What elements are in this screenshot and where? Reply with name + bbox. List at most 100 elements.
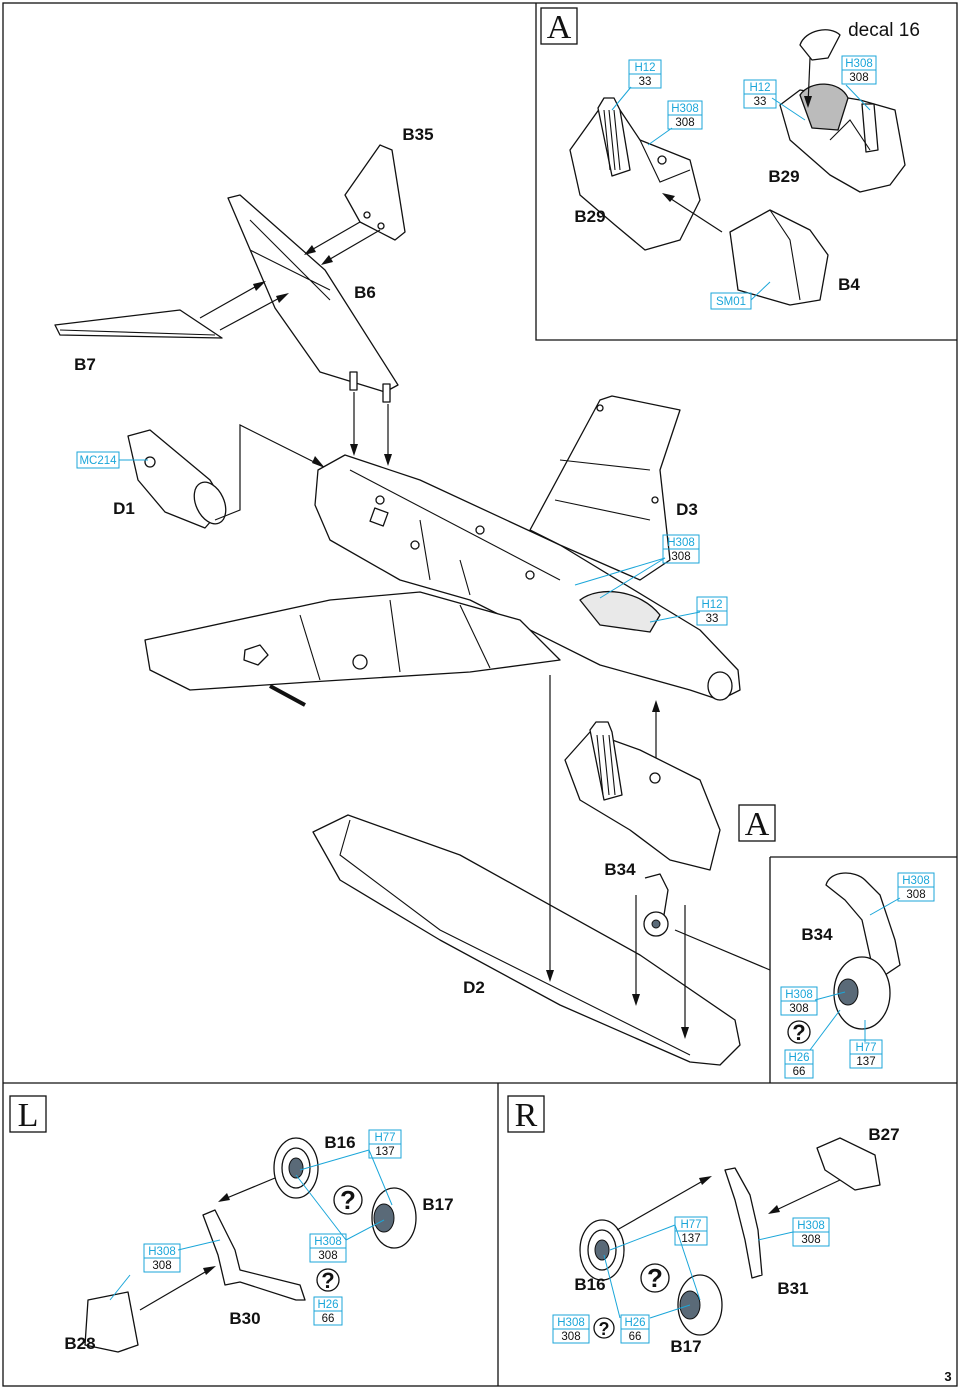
svg-text:H26: H26 [317, 1299, 338, 1311]
fuselage-lower-d2 [312, 814, 741, 1066]
horizontal-stabilizer-b7 [54, 309, 223, 339]
svg-text:66: 66 [793, 1066, 806, 1078]
d1-arrowhead [312, 456, 325, 468]
callout-mc214: MC214 [76, 451, 120, 469]
question-mark-icon: ? [787, 1020, 811, 1045]
wing-port [144, 591, 561, 707]
wheel-b17-left [371, 1187, 417, 1249]
svg-text:137: 137 [856, 1056, 875, 1068]
callout-l-h308-wheel: H308 308 [309, 1233, 347, 1263]
svg-text:L: L [18, 1097, 39, 1134]
svg-text:H308: H308 [785, 989, 813, 1001]
svg-text:308: 308 [906, 889, 925, 901]
svg-text:?: ? [340, 1185, 356, 1215]
svg-text:H308: H308 [671, 103, 699, 115]
callout-a-h12-1: H12 33 [628, 59, 662, 89]
gear-door-b27 [816, 1137, 881, 1191]
label-decal: decal 16 [848, 20, 920, 41]
callout-b34-h77: H77 137 [849, 1039, 883, 1069]
callout-b34-h308-hub: H308 308 [780, 986, 818, 1016]
label-l-b17: B17 [422, 1195, 453, 1214]
wheel-b16-right [579, 1219, 625, 1281]
svg-text:H308: H308 [667, 537, 695, 549]
svg-text:H308: H308 [845, 58, 873, 70]
svg-text:SM01: SM01 [716, 296, 746, 308]
section-l-marker: L [9, 1095, 47, 1134]
section-a-arrows [662, 57, 812, 233]
section-r-marker: R [507, 1095, 545, 1134]
svg-text:137: 137 [375, 1146, 394, 1158]
svg-text:H77: H77 [855, 1042, 876, 1054]
svg-text:308: 308 [671, 551, 690, 563]
section-a-frame [535, 3, 957, 341]
cockpit-up-arrowhead [652, 700, 660, 712]
vertical-fin-b6 [227, 194, 399, 403]
svg-text:H77: H77 [374, 1132, 395, 1144]
svg-text:MC214: MC214 [79, 455, 117, 467]
svg-text:H308: H308 [902, 875, 930, 887]
svg-text:308: 308 [675, 117, 694, 129]
svg-text:?: ? [792, 1020, 805, 1045]
main-gear-leg-b31 [724, 1167, 763, 1279]
label-r-b17: B17 [670, 1337, 701, 1356]
svg-text:H26: H26 [624, 1317, 645, 1329]
wheel-b16-left [273, 1137, 319, 1199]
tail-arrows [199, 221, 392, 466]
callout-a-h12-2: H12 33 [743, 79, 777, 109]
wing-starboard [529, 395, 681, 581]
callout-b34-h26: H26 66 [784, 1049, 814, 1079]
label-l-b30: B30 [229, 1309, 260, 1328]
question-mark-icon: ? [640, 1263, 670, 1293]
callout-b34-h308-top: H308 308 [897, 872, 935, 902]
svg-text:H308: H308 [797, 1220, 825, 1232]
label-b34-detail: B34 [801, 925, 833, 944]
label-l-b16: B16 [324, 1133, 355, 1152]
section-a-reference-marker: A [738, 804, 776, 843]
label-b4: B4 [838, 275, 860, 294]
svg-text:308: 308 [318, 1250, 337, 1262]
decal-headrest [799, 29, 841, 61]
svg-text:R: R [515, 1097, 538, 1134]
exhaust-part-d1 [127, 429, 227, 529]
svg-text:H12: H12 [634, 62, 655, 74]
svg-text:66: 66 [629, 1331, 642, 1343]
callout-d3-h308: H308 308 [662, 534, 700, 564]
label-b34: B34 [604, 860, 636, 879]
svg-text:H308: H308 [314, 1236, 342, 1248]
label-b6: B6 [354, 283, 376, 302]
callout-l-h77: H77 137 [368, 1129, 402, 1159]
label-b29-right: B29 [768, 167, 799, 186]
nose-gear-b34-detail [825, 872, 901, 1030]
callout-a-h308-1: H308 308 [667, 100, 703, 130]
label-r-b27: B27 [868, 1125, 899, 1144]
cockpit-tub-b29-right [779, 83, 906, 193]
svg-text:H12: H12 [749, 82, 770, 94]
gear-door-b28 [84, 1291, 139, 1353]
callout-r-h308-leg: H308 308 [792, 1217, 830, 1247]
svg-text:H308: H308 [557, 1317, 585, 1329]
section-a-marker: A [540, 7, 578, 46]
callout-leaders [109, 84, 901, 1319]
svg-text:66: 66 [322, 1313, 335, 1325]
question-mark-icon: ? [333, 1185, 363, 1215]
svg-text:H12: H12 [701, 599, 722, 611]
svg-text:?: ? [321, 1268, 334, 1293]
question-mark-icon: ? [593, 1317, 615, 1339]
svg-text:H77: H77 [680, 1219, 701, 1231]
canopy-frame-b4 [729, 209, 829, 306]
svg-text:?: ? [647, 1263, 663, 1293]
b34-detail-link [674, 929, 771, 971]
svg-text:137: 137 [681, 1233, 700, 1245]
svg-text:308: 308 [152, 1260, 171, 1272]
wheel-b17-right [677, 1274, 723, 1336]
svg-text:A: A [547, 9, 572, 46]
callout-l-h26: H26 66 [313, 1296, 343, 1326]
svg-text:33: 33 [706, 613, 719, 625]
svg-text:H308: H308 [148, 1246, 176, 1258]
callout-r-h308-wheel: H308 308 [552, 1314, 590, 1344]
label-d3: D3 [676, 500, 698, 519]
svg-text:308: 308 [789, 1003, 808, 1015]
callout-sm01: SM01 [710, 292, 752, 310]
